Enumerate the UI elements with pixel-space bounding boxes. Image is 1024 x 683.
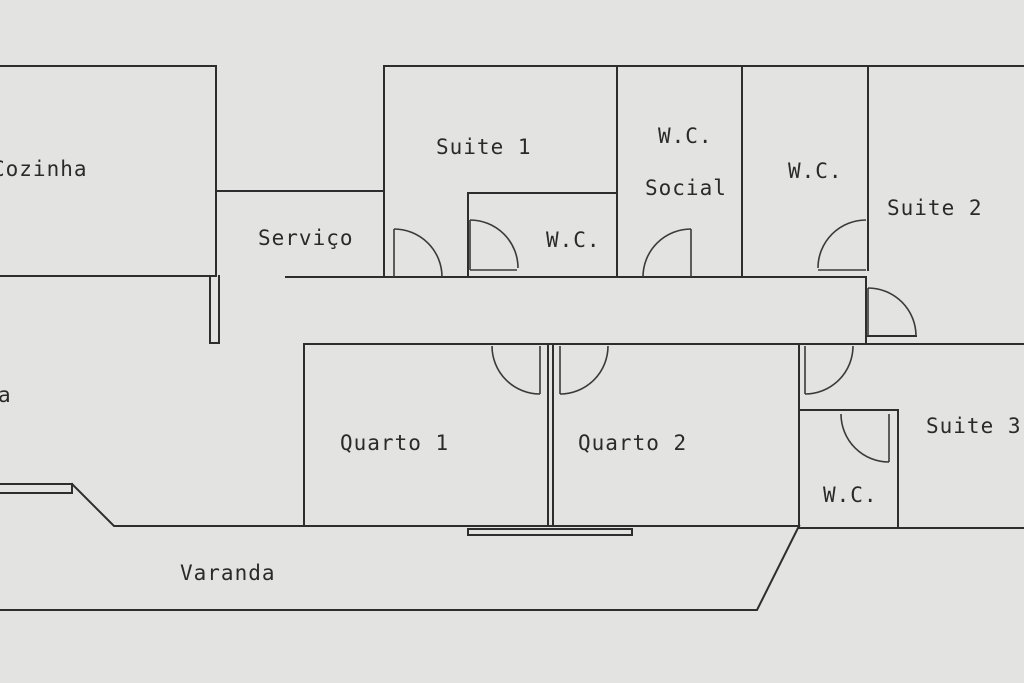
label-quarto-2: Quarto 2 <box>578 431 687 455</box>
doors <box>393 219 917 463</box>
label-servico: Serviço <box>258 226 354 250</box>
walls <box>0 65 1024 611</box>
label-wc-suite-3: W.C. <box>823 483 878 507</box>
label-sala-partial: a <box>0 383 12 407</box>
label-wc-social-line1: W.C. <box>658 124 713 148</box>
label-quarto-1: Quarto 1 <box>340 431 449 455</box>
label-wc-suite-2: W.C. <box>788 159 843 183</box>
label-cozinha: Cozinha <box>0 157 88 181</box>
label-suite-2: Suite 2 <box>887 196 983 220</box>
label-wc-social-line2: Social <box>645 176 727 200</box>
room-labels: Cozinha Suite 1 W.C. Social W.C. Suite 2… <box>0 124 1022 585</box>
label-wc-suite-1: W.C. <box>546 228 601 252</box>
label-varanda: Varanda <box>180 561 276 585</box>
label-suite-3: Suite 3 <box>926 414 1022 438</box>
label-suite-1: Suite 1 <box>436 135 532 159</box>
